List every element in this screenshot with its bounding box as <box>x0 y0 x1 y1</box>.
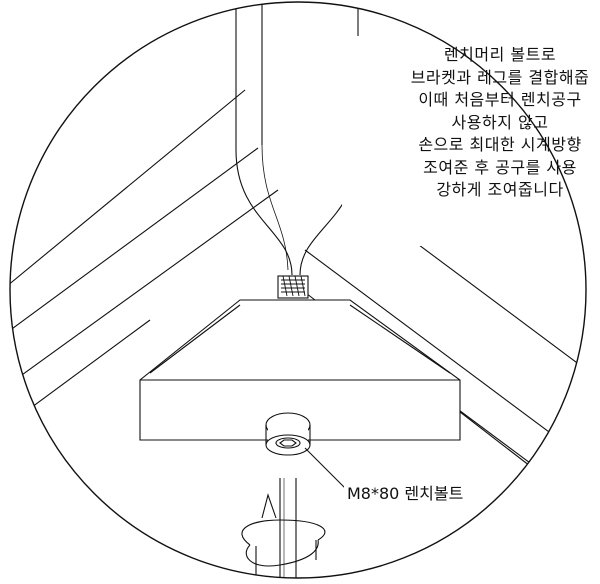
callout-line: 이때 처음부터 렌치공구 <box>418 90 582 109</box>
clockwise-rotation-arrow-icon <box>241 493 326 578</box>
callout-line: 사용하지 않고 <box>451 112 549 132</box>
instruction-callout: 렌치머리 볼트로 브라켓과 레그를 결합해줍 이때 처음부터 렌치공구 사용하지… <box>340 44 600 202</box>
callout-line: 손으로 최대한 시계방향 <box>418 135 582 154</box>
bolt-spec-label: M8*80 렌치볼트 <box>344 480 467 504</box>
upright-post <box>235 2 359 276</box>
corner-bracket <box>139 299 461 441</box>
threaded-stud <box>277 275 309 299</box>
callout-line: 렌치머리 볼트로 <box>443 45 557 64</box>
callout-line: 조여준 후 공구를 사용 <box>423 157 577 177</box>
callout-line: 브라켓과 레그를 결합해줍 <box>410 67 590 87</box>
callout-line: 강하게 조여줍니다 <box>436 180 564 199</box>
hex-socket-bolt <box>265 412 311 456</box>
detail-circle-border <box>9 1 587 579</box>
bolt-leader-line <box>304 447 346 489</box>
bolt-shaft-lower <box>279 478 297 578</box>
